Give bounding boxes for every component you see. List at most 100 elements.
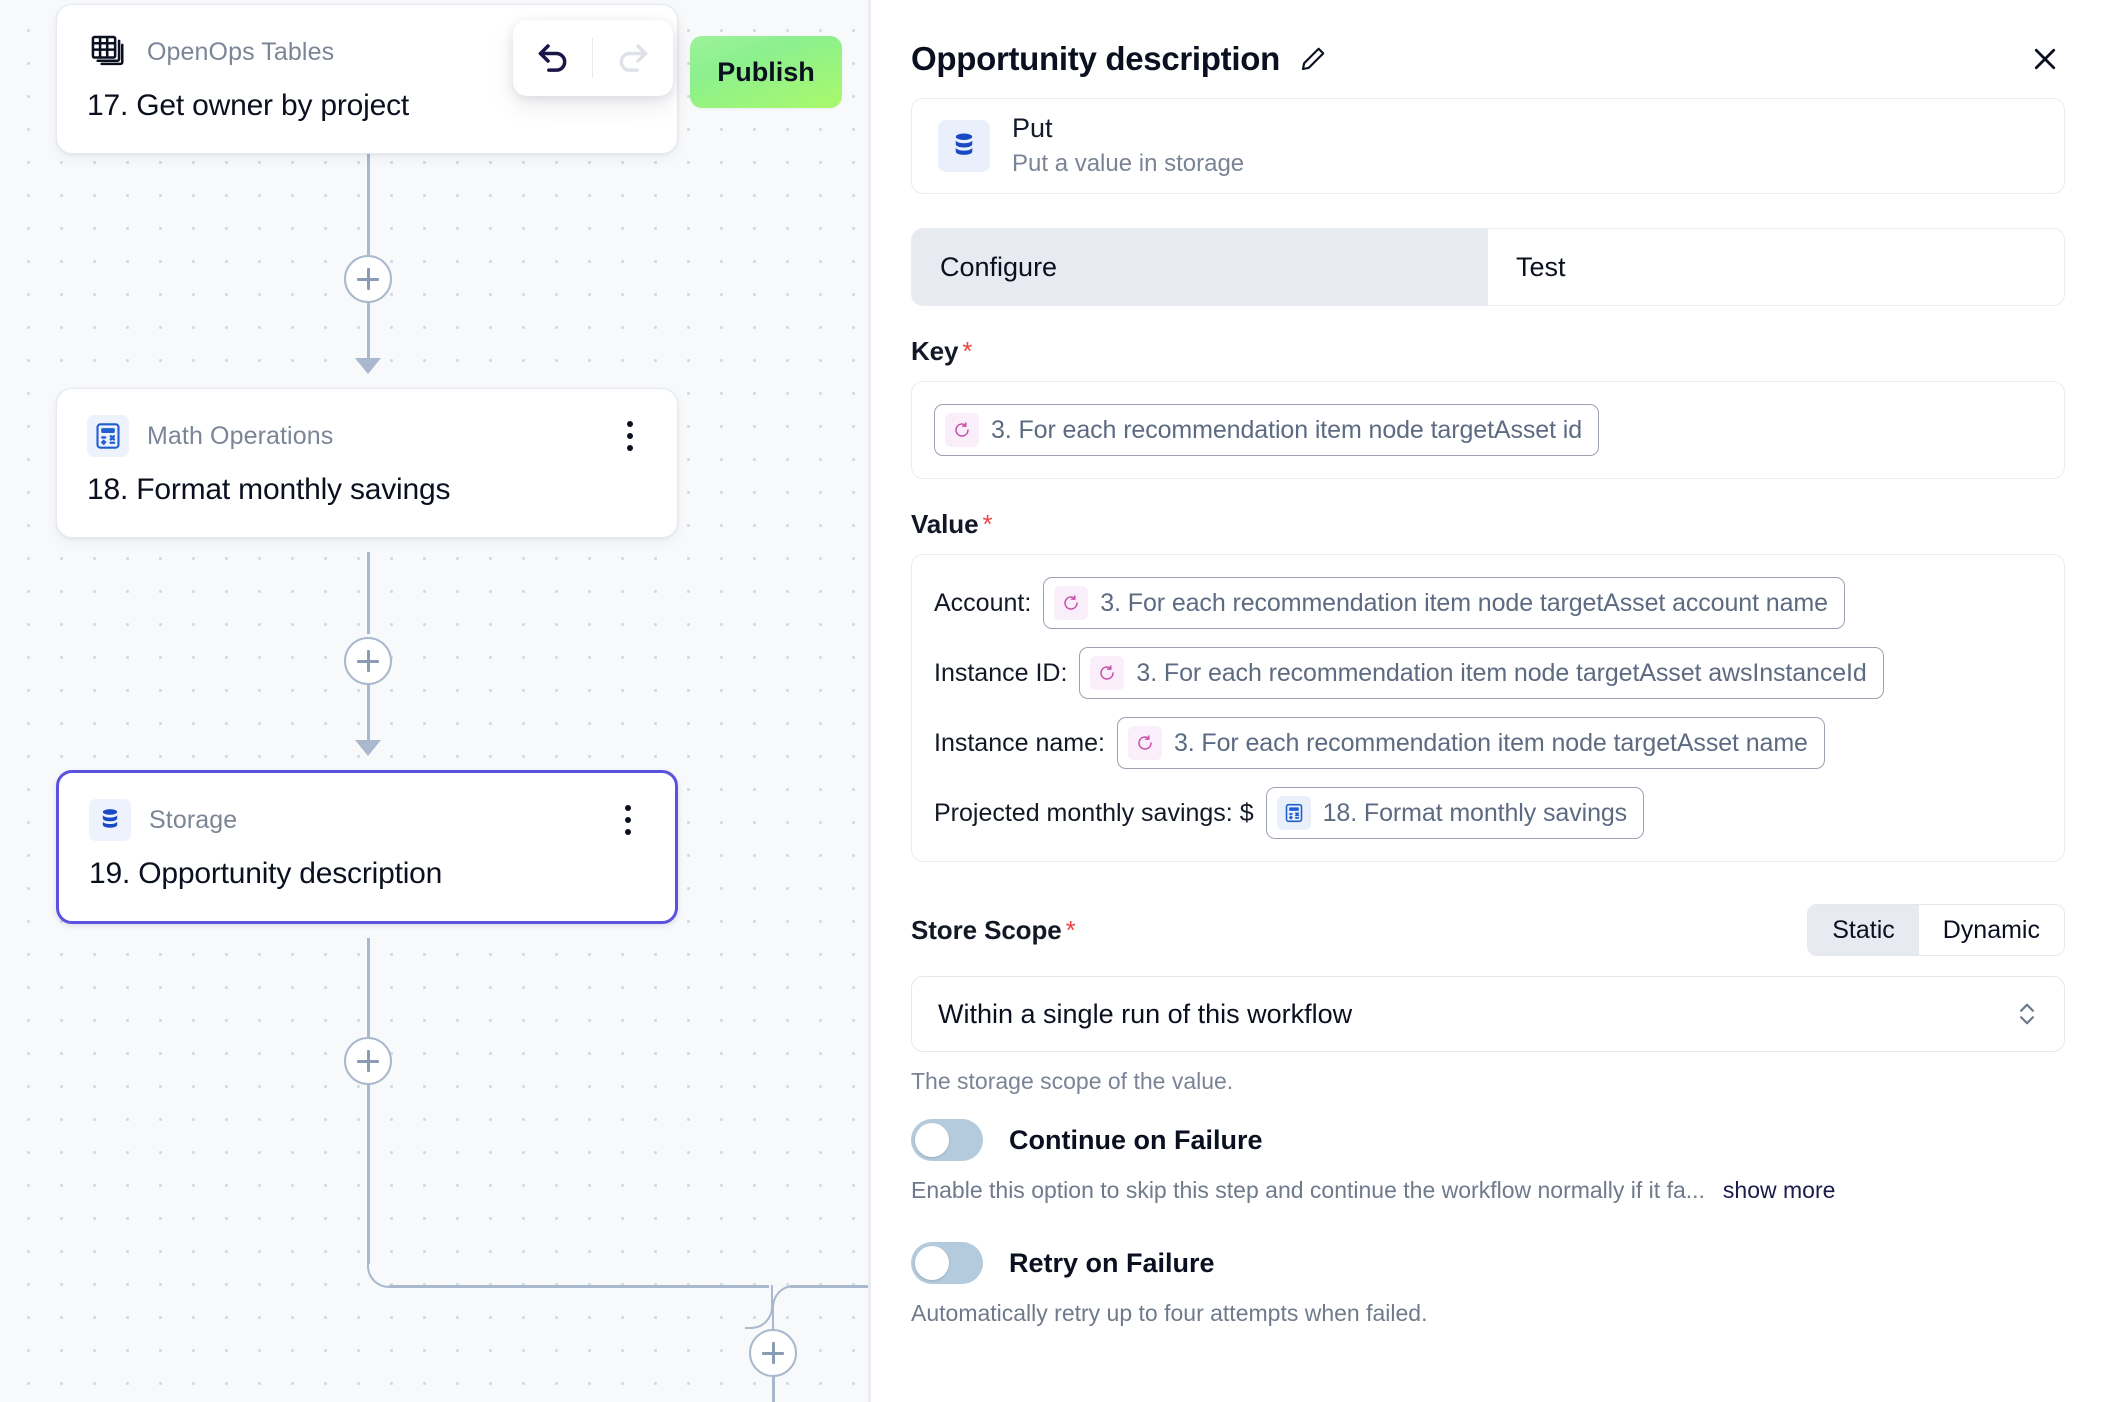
- divider: [592, 38, 593, 78]
- connector-elbow: [745, 1285, 773, 1329]
- key-label: Key*: [911, 336, 2065, 367]
- value-row-label: Projected monthly savings: $: [934, 798, 1254, 827]
- continue-on-failure-row: Continue on Failure: [911, 1119, 2065, 1161]
- toggle-knob: [915, 1123, 949, 1157]
- key-label-text: Key: [911, 336, 959, 366]
- chip-label: 3. For each recommendation item node tar…: [1100, 588, 1828, 617]
- calculator-icon: [87, 415, 129, 457]
- value-row-label: Account:: [934, 588, 1032, 617]
- page-title: Opportunity description: [911, 40, 1280, 77]
- loop-icon: [1090, 656, 1125, 690]
- workflow-node-19[interactable]: Storage 19. Opportunity description: [56, 770, 678, 924]
- chip-label: 3. For each recommendation item node tar…: [991, 415, 1583, 444]
- node-title: 18. Format monthly savings: [87, 473, 451, 506]
- connector-line: [772, 1375, 775, 1402]
- connector-elbow: [367, 1240, 391, 1288]
- undo-button[interactable]: [513, 20, 592, 96]
- undo-icon: [533, 36, 573, 81]
- workflow-node-18[interactable]: Math Operations 18. Format monthly savin…: [56, 388, 678, 538]
- value-row-instance-id: Instance ID: 3. For each recommendation …: [934, 647, 2042, 699]
- node-header: Math Operations: [87, 415, 647, 457]
- workflow-canvas[interactable]: OpenOps Tables 17. Get owner by project: [0, 0, 871, 1402]
- panel-header: Opportunity description: [911, 0, 2065, 96]
- retry-on-failure-label: Retry on Failure: [1009, 1247, 1215, 1278]
- value-label-text: Value: [911, 509, 979, 539]
- toggle-knob: [915, 1246, 949, 1280]
- store-scope-header: Store Scope* Static Dynamic: [911, 904, 2065, 956]
- value-input[interactable]: Account: 3. For each recommendation item…: [911, 554, 2065, 862]
- value-row-label: Instance name:: [934, 728, 1105, 757]
- connector-line: [367, 938, 370, 1038]
- connector-line: [367, 208, 370, 258]
- settings-tabs: Configure Test: [911, 228, 2065, 306]
- continue-on-failure-description: Enable this option to skip this step and…: [911, 1177, 1705, 1203]
- step-reference-chip[interactable]: 18. Format monthly savings: [1265, 787, 1645, 839]
- piece-description: Put a value in storage: [1012, 150, 1245, 178]
- connector-line: [367, 552, 370, 634]
- connector-line: [389, 1285, 769, 1288]
- piece-name: Put: [1012, 113, 1053, 144]
- database-icon: [938, 120, 990, 172]
- node-menu-button[interactable]: [613, 416, 647, 456]
- loop-icon: [1054, 586, 1089, 620]
- variable-chip[interactable]: 3. For each recommendation item node tar…: [1079, 647, 1884, 699]
- chevron-up-down-icon: [2016, 997, 2038, 1031]
- required-asterisk: *: [1065, 914, 1076, 945]
- required-asterisk: *: [962, 336, 973, 366]
- store-scope-label-text: Store Scope: [911, 914, 1062, 945]
- segment-dynamic[interactable]: Dynamic: [1918, 905, 2064, 955]
- add-step-button-2[interactable]: [344, 637, 392, 685]
- connector-arrow: [355, 740, 381, 756]
- store-scope-select[interactable]: Within a single run of this workflow: [911, 976, 2065, 1052]
- connector-line: [367, 302, 370, 364]
- store-scope-selected-value: Within a single run of this workflow: [938, 998, 1353, 1029]
- retry-on-failure-row: Retry on Failure: [911, 1242, 2065, 1284]
- node-title: 19. Opportunity description: [89, 857, 443, 890]
- node-piece-label: Storage: [149, 805, 238, 834]
- history-controls: [513, 20, 673, 96]
- connector-line: [367, 684, 370, 744]
- value-label: Value*: [911, 509, 2065, 540]
- continue-on-failure-toggle[interactable]: [911, 1119, 983, 1161]
- piece-summary-card: Put Put a value in storage: [911, 98, 2065, 194]
- node-menu-button[interactable]: [611, 800, 645, 840]
- value-row-instance-name: Instance name: 3. For each recommendatio…: [934, 717, 2042, 769]
- piece-texts: Put Put a value in storage: [1012, 112, 1244, 179]
- node-title: 17. Get owner by project: [87, 89, 410, 122]
- variable-chip[interactable]: 3. For each recommendation item node tar…: [934, 404, 1600, 456]
- retry-on-failure-toggle[interactable]: [911, 1242, 983, 1284]
- redo-icon: [613, 36, 653, 81]
- redo-button[interactable]: [593, 20, 672, 96]
- continue-on-failure-description-row: Enable this option to skip this step and…: [911, 1177, 2065, 1204]
- tab-test[interactable]: Test: [1488, 229, 2064, 305]
- key-input[interactable]: 3. For each recommendation item node tar…: [911, 381, 2065, 479]
- static-dynamic-toggle: Static Dynamic: [1807, 904, 2065, 956]
- tab-configure[interactable]: Configure: [912, 229, 1488, 305]
- publish-button[interactable]: Publish: [690, 36, 842, 108]
- step-settings-panel: Opportunity description: [871, 0, 2105, 1402]
- pencil-icon[interactable]: [1298, 44, 1328, 74]
- loop-icon: [945, 413, 979, 447]
- connector-line: [367, 122, 370, 210]
- chip-label: 3. For each recommendation item node tar…: [1136, 658, 1867, 687]
- close-icon[interactable]: [2025, 39, 2065, 79]
- connector-elbow: [772, 1285, 800, 1329]
- value-row-label: Instance ID:: [934, 658, 1068, 687]
- add-step-button-4[interactable]: [749, 1329, 797, 1377]
- required-asterisk: *: [982, 509, 993, 539]
- chip-label: 18. Format monthly savings: [1322, 798, 1628, 827]
- node-header: OpenOps Tables: [87, 31, 647, 73]
- chip-label: 3. For each recommendation item node tar…: [1173, 728, 1808, 757]
- segment-static[interactable]: Static: [1808, 905, 1919, 955]
- variable-chip[interactable]: 3. For each recommendation item node tar…: [1043, 577, 1845, 629]
- table-icon: [87, 31, 129, 73]
- panel-divider: [868, 0, 871, 1402]
- calculator-icon: [1276, 796, 1311, 830]
- add-step-button-1[interactable]: [344, 255, 392, 303]
- add-step-button-3[interactable]: [344, 1037, 392, 1085]
- value-row-account: Account: 3. For each recommendation item…: [934, 577, 2042, 629]
- show-more-link[interactable]: show more: [1722, 1177, 1836, 1203]
- variable-chip[interactable]: 3. For each recommendation item node tar…: [1116, 717, 1825, 769]
- node-piece-label: Math Operations: [147, 421, 334, 450]
